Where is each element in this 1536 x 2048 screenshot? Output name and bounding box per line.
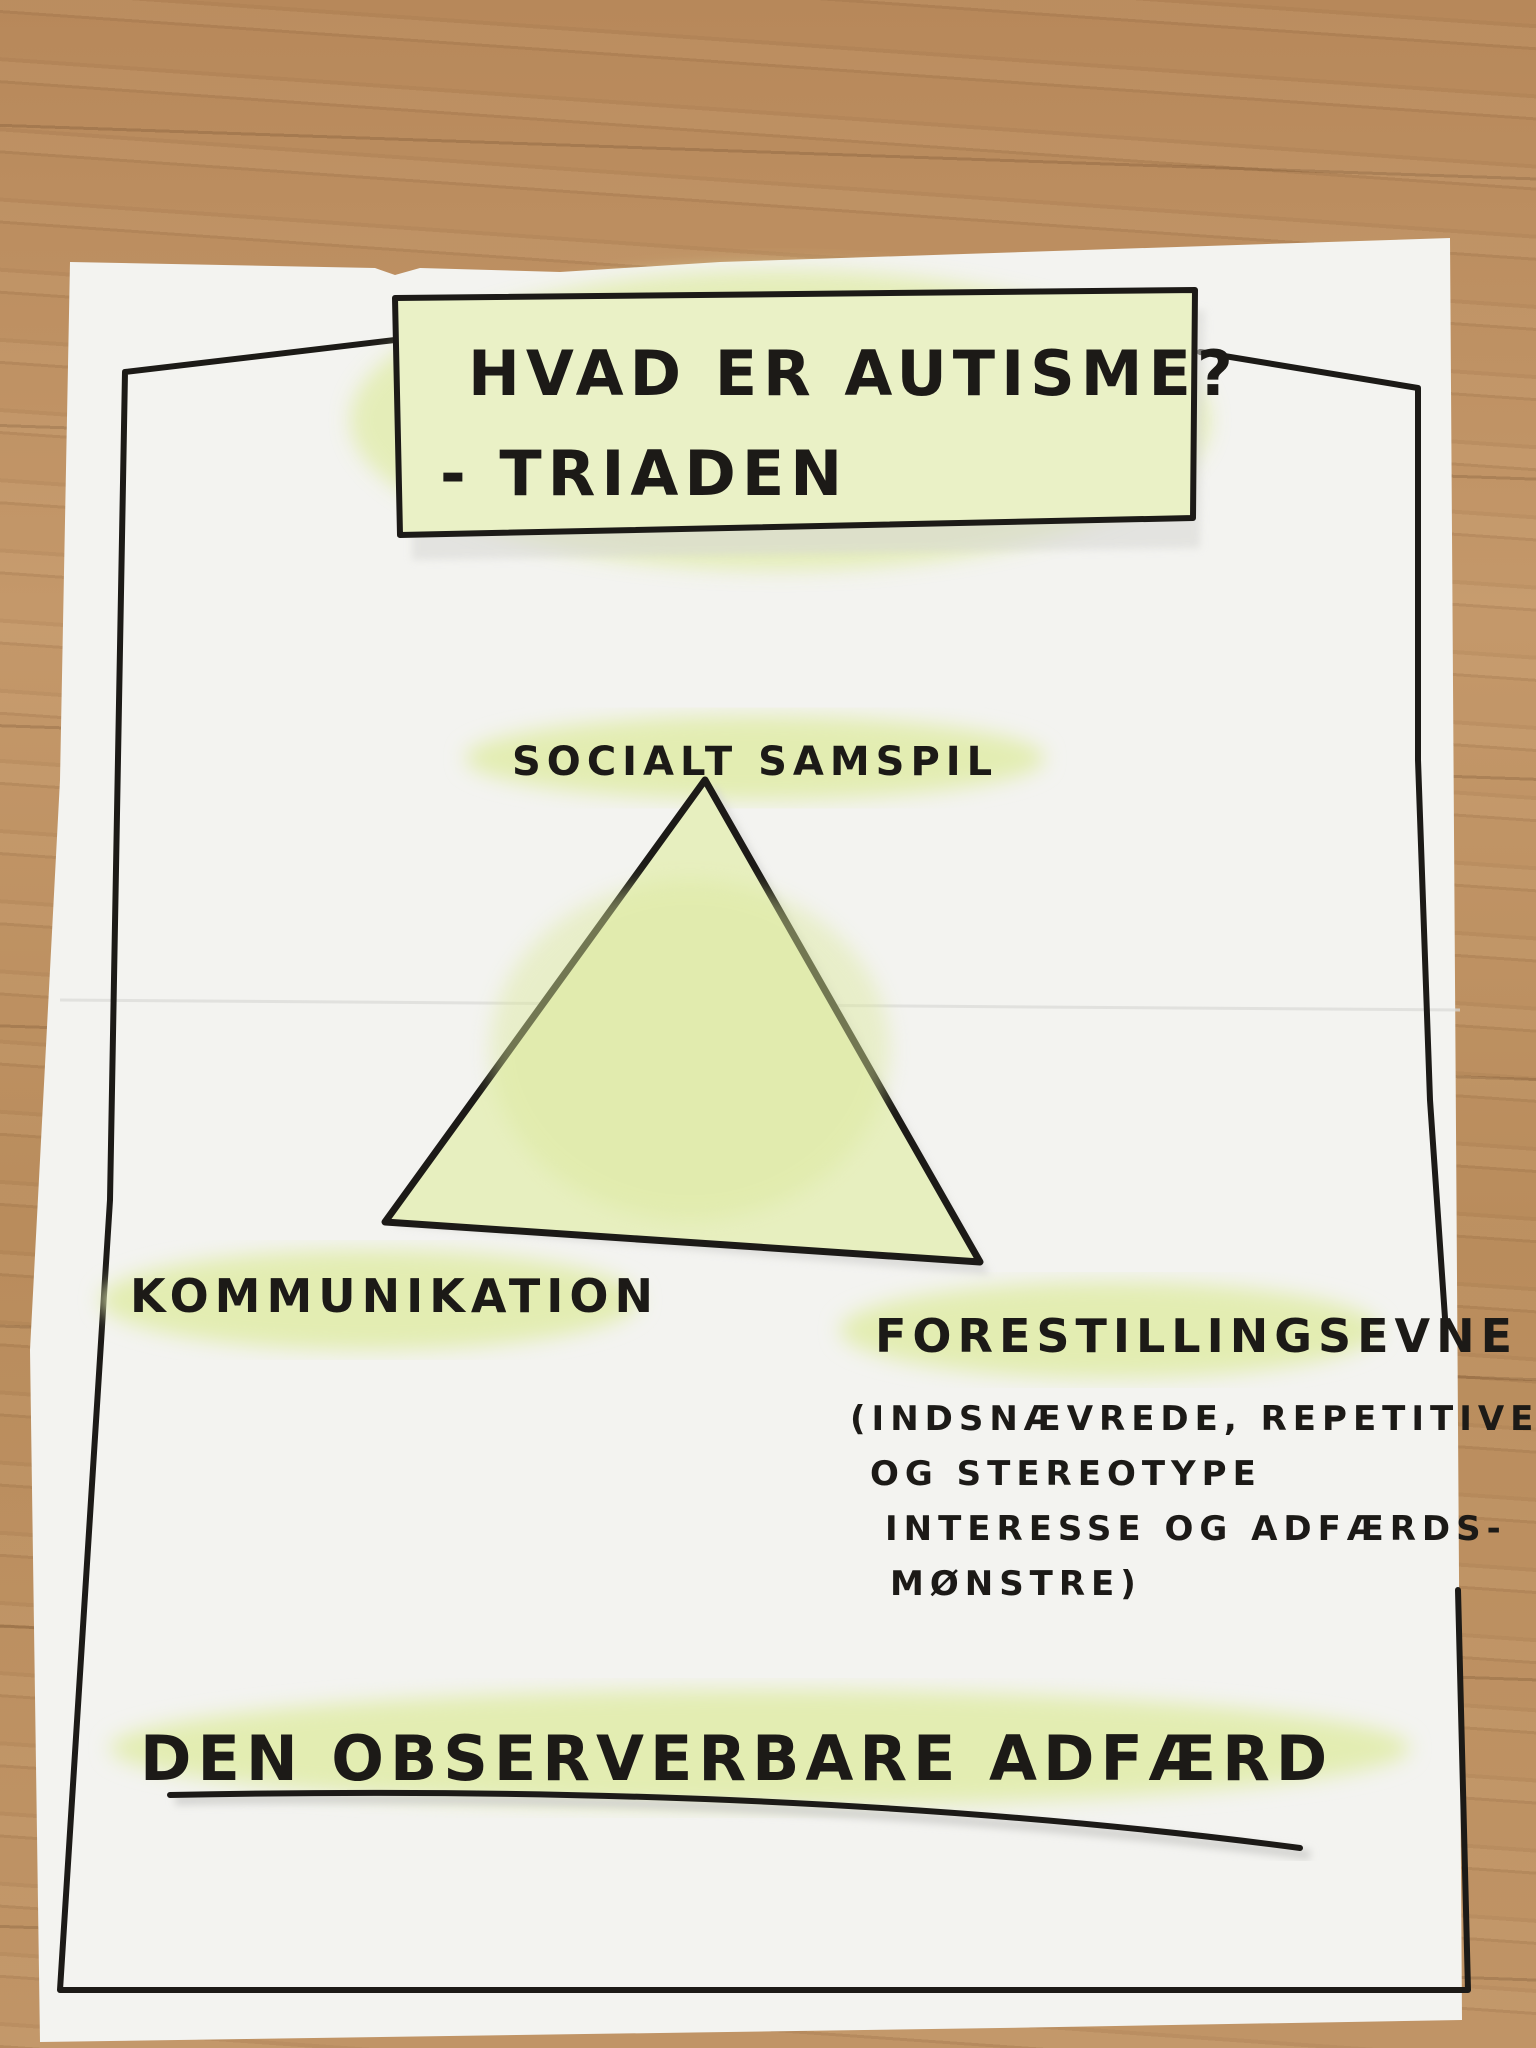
right-label-highlight — [840, 1282, 1380, 1378]
social-label-highlight — [465, 716, 1045, 800]
footer-underline-shadow — [174, 1793, 1311, 1860]
triangle-highlight — [490, 880, 890, 1220]
title-line-2: - TRIADEN — [440, 437, 848, 510]
triad-top-label: SOCIALT SAMSPIL — [512, 739, 998, 785]
title-box — [392, 287, 1198, 538]
right-note-line-3: INTERESSE OG ADFÆRDS- — [885, 1509, 1507, 1549]
triad-left-label: KOMMUNIKATION — [130, 1269, 659, 1323]
title-line-1: HVAD ER AUTISME? — [468, 337, 1239, 410]
triad-right-label: FORESTILLINGSEVNE — [875, 1309, 1518, 1363]
footer-underline — [167, 1789, 1303, 1851]
outer-frame — [57, 337, 1471, 1993]
outer-frame-top-right — [1197, 349, 1448, 1321]
footer-text: DEN OBSERVERBARE ADFÆRD — [140, 1722, 1333, 1795]
right-note-line-2: OG STEREOTYPE — [870, 1454, 1262, 1494]
left-label-highlight — [100, 1250, 640, 1350]
right-note-line-4: MØNSTRE) — [890, 1564, 1142, 1604]
right-note-line-1: (INDSNÆVREDE, REPETITIVE — [850, 1399, 1536, 1439]
footer-highlight — [110, 1690, 1410, 1806]
